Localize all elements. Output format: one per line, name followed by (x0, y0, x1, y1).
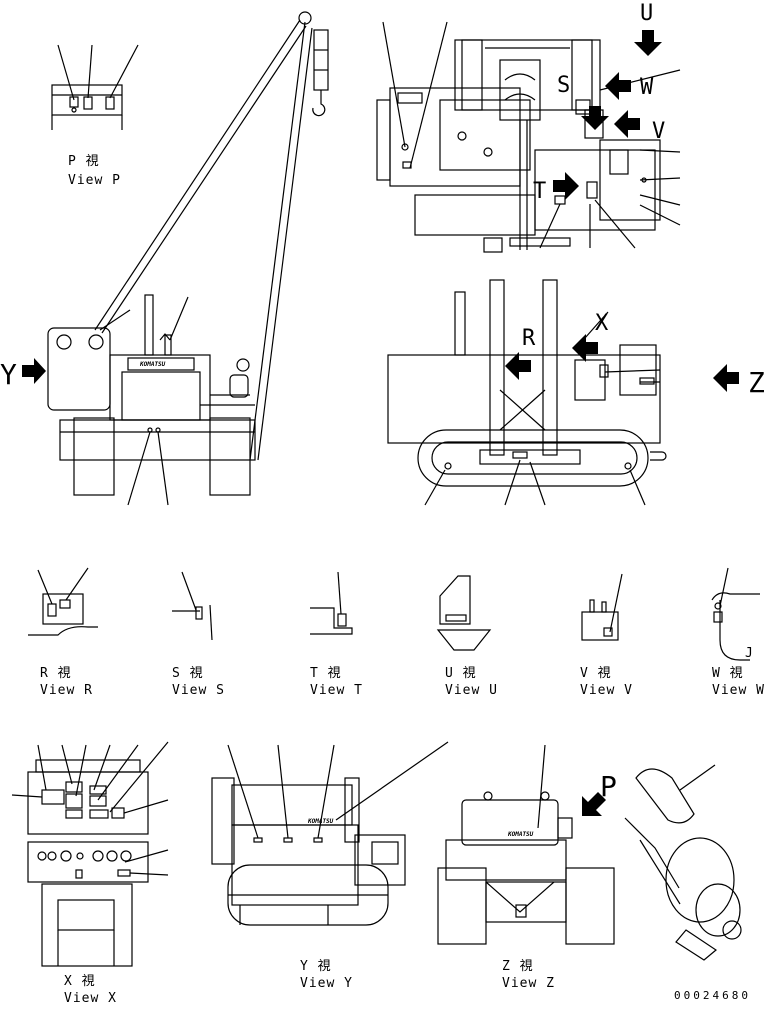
view-x-detail (11, 741, 169, 967)
view-p-title: P 視 (68, 154, 100, 169)
view-s-title: S 視 (172, 666, 204, 681)
marker-z: Z (748, 366, 765, 399)
view-u-label: View U (445, 683, 498, 698)
view-r-title: R 視 (40, 666, 72, 681)
view-z-label: View Z (502, 976, 555, 991)
marker-x: X (595, 311, 609, 336)
view-r-detail (28, 567, 98, 636)
marker-y: Y (0, 358, 17, 391)
view-v-detail (581, 573, 623, 641)
arrow-p (582, 792, 606, 816)
marker-w: W (640, 75, 654, 100)
arrows-lower (505, 334, 739, 392)
view-v-label: View V (580, 683, 633, 698)
view-s-detail (172, 571, 213, 641)
machine-side-lower (387, 279, 667, 506)
view-z-detail (437, 744, 615, 945)
view-t-detail (310, 571, 353, 635)
view-v-title: V 視 (580, 666, 612, 681)
marker-j: J (745, 646, 754, 661)
view-t-label: View T (310, 683, 363, 698)
marker-p: P (600, 770, 617, 803)
machine-side-upper (376, 21, 681, 253)
marker-t: T (533, 179, 546, 204)
marker-u: U (640, 1, 653, 26)
marker-r: R (522, 326, 536, 351)
view-s-label: View S (172, 683, 225, 698)
perspective-winch-detail (624, 764, 742, 961)
marker-s: S (557, 73, 570, 98)
view-w-detail (711, 567, 760, 661)
view-w-title: W 視 (712, 666, 744, 681)
view-y-detail (211, 741, 449, 926)
komatsu-logo-front: KOMATSU (139, 361, 166, 368)
view-x-label: View X (64, 991, 117, 1005)
view-x-title: X 視 (64, 974, 96, 989)
view-w-label: View W (712, 683, 765, 698)
view-r-label: View R (40, 683, 93, 698)
arrows-upper (553, 30, 662, 200)
marker-v: V (652, 119, 665, 144)
view-t-title: T 視 (310, 666, 342, 681)
pipelayer-front-view (47, 11, 329, 506)
arrow-y (22, 358, 46, 384)
view-z-title: Z 視 (502, 959, 534, 974)
view-u-detail (436, 575, 492, 651)
drawing-number: 00024680 (674, 989, 751, 1002)
view-p-detail (51, 44, 139, 130)
view-u-title: U 視 (445, 666, 477, 681)
view-p-label: View P (68, 173, 121, 188)
view-y-label: View Y (300, 976, 353, 991)
komatsu-logo-y: KOMATSU (307, 818, 334, 825)
view-y-title: Y 視 (300, 959, 332, 974)
komatsu-logo-z: KOMATSU (507, 831, 534, 838)
